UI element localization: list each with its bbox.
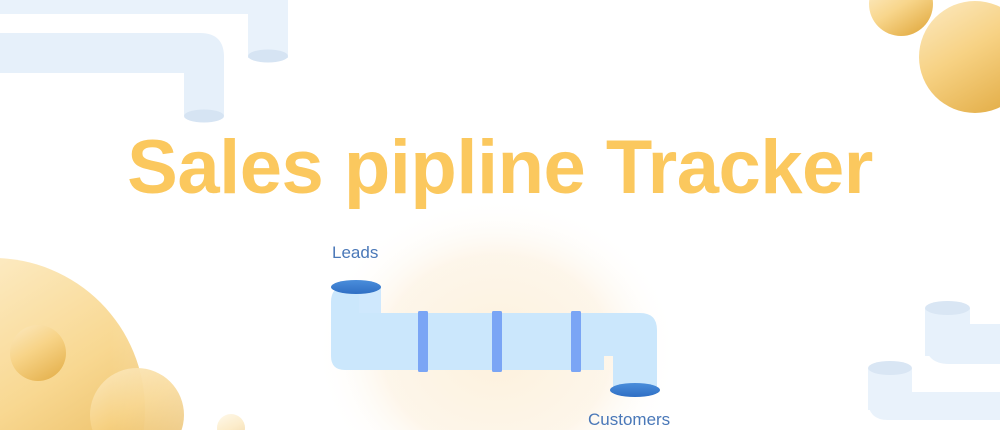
pipeline-valve-1 [418,311,428,372]
pipeline-outlet-drop [613,338,657,390]
decor-left-fade [110,250,250,430]
pipeline-valve-3 [571,311,581,372]
pipeline-main-run [352,313,604,370]
pipeline-inlet-mouth [331,280,381,294]
pipeline-outlet-label: Customers [588,410,671,429]
decor-pipe-bottom-tall-body [925,308,970,356]
pipeline-outlet-mouth [610,383,660,397]
decor-pipe-top-upper [0,0,288,56]
decor-pipe-top-lower-mouth [184,109,224,123]
decor-circle-bottomleft-medium [10,325,66,381]
decor-pipe-bottom-tall-mouth [925,301,970,315]
decor-pipe-top-lower-stub [184,60,224,116]
decor-circle-top-small [869,0,933,36]
decor-pipe-top-lower [0,33,224,116]
decor-circle-top-large [919,1,1000,113]
decor-pipe-top-upper-mouth [248,49,288,63]
decor-pipe-top-upper-stub [248,0,288,58]
pipeline-inlet-label: Leads [332,243,379,262]
pipeline-valve-2 [492,311,502,372]
decor-pipe-bottom-short-mouth [868,361,912,375]
